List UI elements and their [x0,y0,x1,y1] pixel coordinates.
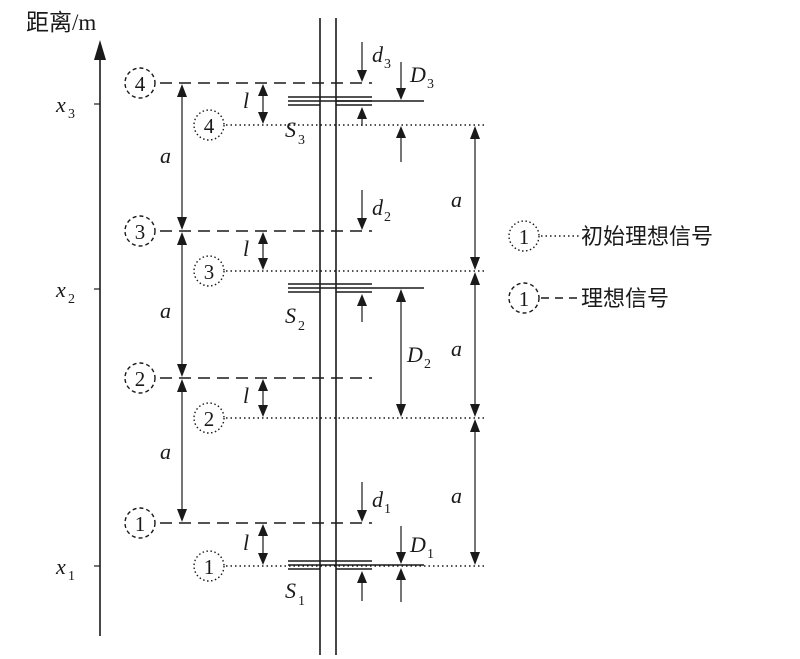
axis-tick-x3: x 3 [55,92,75,122]
s3-lower-arrow [357,107,367,126]
marker-dashed-3: 3 [124,215,156,247]
s2-lower-arrow [357,294,367,322]
svg-text:3: 3 [427,77,434,92]
marker-dotted-2: 2 [193,402,225,434]
label-l-1: l [243,88,249,113]
D1-indicator [396,526,406,602]
station-label-s1: S 1 [285,578,305,609]
label-a-3: a [160,439,171,464]
D2-indicator [396,289,406,417]
D1-label: D 1 [409,532,434,562]
station-label-s2: S 2 [285,303,305,334]
spacing-a-dotted-lower [470,419,480,565]
station-s2 [288,283,424,293]
svg-text:D: D [406,342,423,367]
d3-label: d 3 [372,42,391,72]
marker-dashed-4: 4 [124,67,156,99]
label-l-2: l [243,236,249,261]
marker-dotted-3: 3 [193,255,225,287]
d1-indicator [357,482,367,522]
axis-tick-x2: x 2 [55,277,75,307]
label-a-1: a [160,143,171,168]
spacing-l-3 [258,232,268,270]
svg-text:2: 2 [384,210,391,225]
svg-text:x: x [55,277,66,302]
legend-text-initial: 初始理想信号 [581,224,713,249]
svg-text:S: S [285,578,296,603]
svg-text:D: D [409,62,426,87]
dotted-reference-lines [226,124,486,567]
svg-text:1: 1 [519,287,530,311]
axis-tick-x1: x 1 [55,554,75,584]
svg-text:1: 1 [427,547,434,562]
label-a-2: a [160,298,171,323]
dashed-reference-lines [160,82,372,524]
spacing-a-dashed-upper [177,84,187,230]
tick-subscript: 3 [68,107,75,122]
label-a-right-2: a [451,336,462,361]
svg-text:D: D [409,532,426,557]
svg-text:1: 1 [298,594,305,609]
svg-text:d: d [372,195,384,220]
svg-text:2: 2 [68,292,75,307]
svg-text:1: 1 [384,502,391,517]
distance-axis [94,40,106,636]
spacing-a-dashed-middle [177,232,187,377]
svg-text:S: S [285,303,296,328]
svg-text:2: 2 [135,367,146,391]
svg-text:4: 4 [204,114,215,138]
svg-text:1: 1 [519,225,530,249]
svg-text:4: 4 [135,72,146,96]
svg-text:3: 3 [384,57,391,72]
marker-dotted-4: 4 [193,109,225,141]
label-a-right-1: a [451,187,462,212]
spacing-l-2 [258,379,268,417]
legend-text-ideal: 理想信号 [581,286,669,311]
svg-text:S: S [285,117,296,142]
track [319,18,337,655]
svg-text:d: d [372,42,384,67]
axis-label: 距离/m [26,10,96,35]
legend-item-initial-ideal-signal: 1 初始理想信号 [508,220,713,252]
svg-text:x: x [55,554,66,579]
d2-label: d 2 [372,195,391,225]
D2-label: D 2 [406,342,431,372]
marker-dashed-1: 1 [124,507,156,539]
s1-lower-arrow [357,571,367,601]
marker-dotted-1: 1 [193,550,225,582]
spacing-l-1 [258,524,268,565]
label-a-right-3: a [451,483,462,508]
station-label-s3: S 3 [285,117,305,148]
svg-text:d: d [372,487,384,512]
svg-text:1: 1 [135,512,146,536]
svg-text:3: 3 [298,133,305,148]
station-s3 [288,96,424,106]
tick-letter: x [55,92,66,117]
spacing-a-dotted-upper [470,126,480,270]
d3-indicator [357,42,367,82]
D3-indicator [396,62,406,162]
spacing-a-dashed-lower [177,379,187,522]
legend-item-ideal-signal: 1 理想信号 [508,282,669,314]
station-s1 [288,560,424,570]
svg-text:2: 2 [424,357,431,372]
label-l-4: l [243,530,249,555]
spacing-l-4 [258,84,268,124]
spacing-a-dotted-middle [470,272,480,417]
marker-dashed-2: 2 [124,362,156,394]
svg-text:1: 1 [204,555,215,579]
svg-text:2: 2 [204,407,215,431]
svg-text:3: 3 [204,260,215,284]
D3-label: D 3 [409,62,434,92]
svg-text:1: 1 [68,569,75,584]
d1-label: d 1 [372,487,391,517]
label-l-3: l [243,383,249,408]
svg-text:3: 3 [135,220,146,244]
d2-indicator [357,190,367,230]
svg-text:2: 2 [298,319,305,334]
